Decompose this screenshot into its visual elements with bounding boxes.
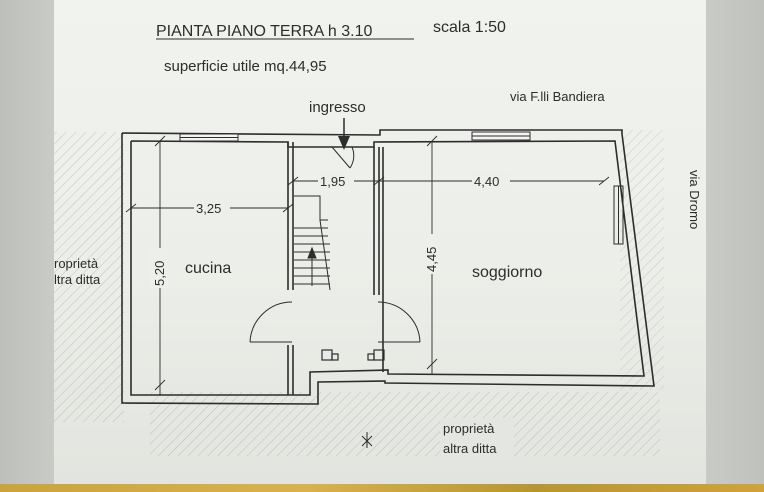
bottom-neighbor-line2: altra ditta [443,441,497,456]
dim-kitchen-depth: 5,20 [152,261,167,286]
windows [179,131,624,245]
left-hatch-area [54,132,124,422]
desk-edge [0,484,764,492]
street-north-label: via F.lli Bandiera [510,89,605,104]
dim-living-width: 4,40 [474,174,499,189]
dim-bg-2 [318,173,354,189]
north-arrow-icon [361,432,373,448]
dim-bg-1 [194,200,230,216]
plan-title: PIANTA PIANO TERRA h 3.10 [156,23,372,40]
interior-walls [287,142,384,395]
room-kitchen-label: cucina [185,260,231,277]
surface-area: superficie utile mq.44,95 [164,58,327,75]
bottom-neighbor-line1: proprietà [443,421,495,436]
dim-bg-4 [150,248,168,288]
chimney-fixtures [321,349,385,361]
plan-scale: scala 1:50 [433,19,506,36]
bottom-label-bg [440,418,514,458]
bottom-hatch-area [150,392,660,456]
dim-bg-5 [422,234,440,274]
staircase [294,195,331,291]
dim-living-depth: 4,45 [424,247,439,272]
street-east-label: via Dromo [687,170,702,229]
hallway-doors [249,301,421,343]
dim-stair-width: 1,95 [320,174,345,189]
dim-kitchen-width: 3,25 [196,201,221,216]
room-living-label: soggiorno [472,264,542,281]
left-neighbor-line2: ltra ditta [54,272,101,287]
left-neighbor-line1: roprietà [54,256,99,271]
entrance-door [310,146,355,169]
entrance-label: ingresso [309,99,366,116]
dim-bg-3 [472,173,510,189]
